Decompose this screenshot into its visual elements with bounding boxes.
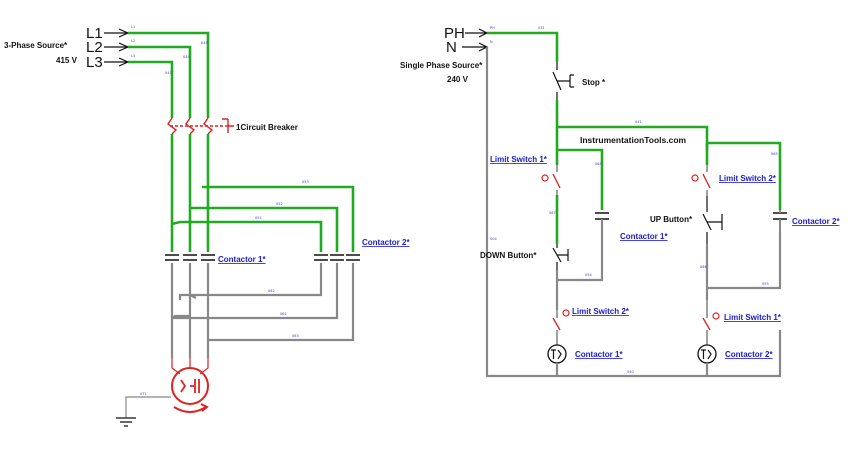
- contactor-2-link-power[interactable]: Contactor 2*: [362, 238, 410, 247]
- idle-motor-wires: [170, 263, 355, 358]
- wire-tag: L2: [131, 39, 135, 43]
- neutral-return-wire: [485, 47, 782, 378]
- line-l1-label: L1: [86, 25, 103, 42]
- control-source-label: Single Phase Source*: [400, 61, 483, 70]
- control-voltage-label: 240 V: [447, 75, 469, 84]
- limit-switch-1-link-left[interactable]: Limit Switch 1*: [490, 155, 548, 164]
- line-l3-arrow: [104, 57, 130, 67]
- line-l2-arrow: [104, 42, 130, 52]
- wire-tag: 043: [165, 71, 172, 75]
- contactor-1-coil-link[interactable]: Contactor 1*: [575, 350, 623, 359]
- svg-text:Contactor 1*: Contactor 1*: [218, 255, 266, 264]
- live-control-wires: [487, 31, 782, 244]
- contactor-1-link-aux[interactable]: Contactor 1*: [620, 232, 668, 241]
- wire-tag: 064: [595, 162, 602, 166]
- contactor-2-aux-contact: [773, 210, 787, 232]
- line-l3-label: L3: [86, 54, 103, 71]
- ground-symbol: [116, 396, 171, 427]
- wire-tag: PH: [490, 26, 495, 30]
- wire-tag: 041: [635, 120, 642, 124]
- live-phase-wires: [128, 31, 355, 232]
- contactor-2-main-contacts: [314, 254, 360, 261]
- power-source-label: 3-Phase Source*: [4, 41, 68, 50]
- limit-switch-2-right: [691, 165, 711, 196]
- limit-switch-1-right: [702, 300, 720, 345]
- right-branch-wires: [705, 232, 782, 300]
- stop-button[interactable]: [552, 62, 574, 100]
- line-l2-label: L2: [86, 39, 103, 56]
- svg-text:Contactor 1*: Contactor 1*: [575, 350, 623, 359]
- up-button-label: UP Button*: [650, 215, 693, 224]
- down-button[interactable]: [552, 244, 569, 270]
- wire-tag: 040: [627, 370, 634, 374]
- svg-text:Limit Switch 1*: Limit Switch 1*: [490, 155, 548, 164]
- watermark-text: InstrumentationTools.com: [580, 135, 687, 145]
- wire-tag: 054: [585, 273, 592, 277]
- wire-tags: L1 L2 L3 043 044 045 051 052 053 061 062…: [131, 25, 778, 396]
- contactor-1-link-power[interactable]: Contactor 1*: [218, 255, 266, 264]
- contactor-inputs: [170, 232, 355, 252]
- control-circuit: PH N Single Phase Source* 240 V Sto: [400, 25, 840, 378]
- motor-symbol: [171, 367, 209, 413]
- wire-tag: 067: [549, 211, 556, 215]
- up-button[interactable]: [702, 196, 723, 244]
- wire-tag: L1: [131, 25, 135, 29]
- left-branch-wires: [555, 219, 604, 310]
- limit-switch-2-link-right[interactable]: Limit Switch 2*: [719, 174, 777, 183]
- circuit-breaker: [167, 117, 234, 135]
- contactor-1-main-contacts: [165, 254, 215, 261]
- svg-text:Limit Switch 1*: Limit Switch 1*: [724, 313, 782, 322]
- wire-tag: 071: [140, 392, 147, 396]
- wire-tag: 045: [201, 41, 208, 45]
- limit-switch-1-link-right[interactable]: Limit Switch 1*: [724, 313, 782, 322]
- line-l1-arrow: [104, 28, 130, 38]
- wire-tag: 004: [490, 237, 497, 241]
- svg-text:Contactor 2*: Contactor 2*: [725, 350, 773, 359]
- wire-tag: 055: [762, 282, 769, 286]
- ph-arrow: [465, 28, 489, 38]
- svg-text:Limit Switch 2*: Limit Switch 2*: [572, 307, 630, 316]
- limit-switch-2-link-left[interactable]: Limit Switch 2*: [572, 307, 630, 316]
- wire-tag: 061: [280, 312, 287, 316]
- svg-text:Contactor 1*: Contactor 1*: [620, 232, 668, 241]
- wire-tag: 053: [302, 180, 309, 184]
- wire-tag: 044: [183, 55, 190, 59]
- wire-tag: 052: [276, 202, 283, 206]
- power-voltage-label: 415 V: [56, 56, 78, 65]
- stop-label: Stop *: [582, 78, 606, 87]
- wire-tag: 066: [700, 265, 707, 269]
- n-label: N: [446, 39, 457, 56]
- wire-tag: 031: [538, 26, 545, 30]
- limit-switch-1-left: [541, 165, 561, 195]
- svg-text:Contactor 2*: Contactor 2*: [362, 238, 410, 247]
- n-arrow: [462, 42, 489, 52]
- power-circuit: L1 L2 L3 3-Phase Source* 415 V: [4, 25, 410, 427]
- contactor-2-coil-link[interactable]: Contactor 2*: [725, 350, 773, 359]
- contactor-1-aux-contact: [595, 212, 609, 220]
- wire-tag: 063: [292, 334, 299, 338]
- contactor-2-link-aux[interactable]: Contactor 2*: [792, 217, 840, 226]
- contactor-2-coil: [697, 344, 717, 368]
- svg-text:Limit Switch 2*: Limit Switch 2*: [719, 174, 777, 183]
- breaker-label: 1Circuit Breaker: [236, 123, 298, 132]
- contactor-1-coil: [547, 344, 567, 368]
- wire-tag: 051: [255, 216, 262, 220]
- wire-tag: 065: [771, 152, 778, 156]
- ph-label: PH: [444, 25, 465, 42]
- wire-tag: L3: [131, 54, 135, 58]
- down-button-label: DOWN Button*: [480, 251, 537, 260]
- limit-switch-2-left: [552, 309, 570, 345]
- wire-tag: 062: [268, 289, 275, 293]
- svg-text:Contactor 2*: Contactor 2*: [792, 217, 840, 226]
- motor-leads: [171, 358, 209, 375]
- wire-tag: N: [490, 40, 493, 44]
